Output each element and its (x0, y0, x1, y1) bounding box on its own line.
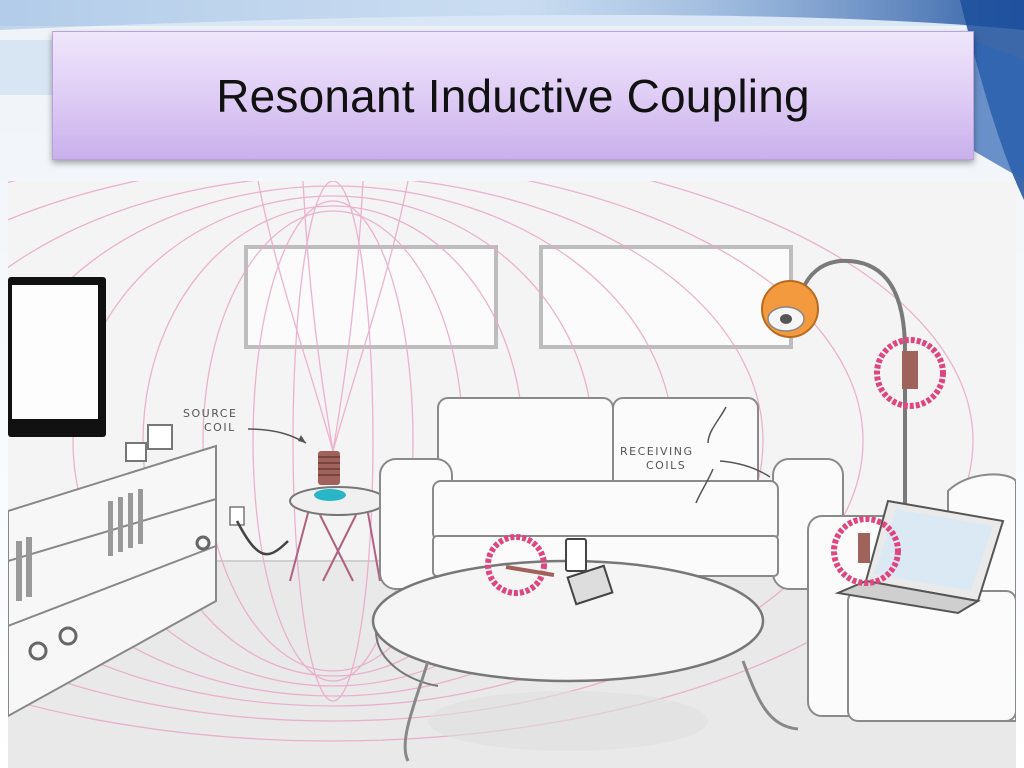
source-coil-icon (318, 451, 340, 485)
laptop (834, 499, 1005, 615)
wireless-power-scene: SOURCE COIL RECEIVING COILS (8, 181, 1016, 768)
title-banner: Resonant Inductive Coupling (52, 31, 974, 160)
photo-frame (147, 424, 173, 450)
laptop-receiving-coil (831, 516, 901, 586)
window-left (244, 245, 498, 349)
mobile-phone (565, 538, 614, 606)
window-right (539, 245, 793, 349)
sofa (379, 397, 844, 590)
background-swoosh (0, 0, 1024, 200)
receiving-coils-label-line1: RECEIVING (620, 445, 694, 458)
receiving-coils-arrows (695, 406, 771, 504)
receiving-coils-label-line2: COILS (646, 459, 686, 472)
phone-receiving-coil (485, 534, 547, 596)
coffee-table (371, 559, 799, 762)
lamp-receiving-coil (874, 337, 946, 409)
source-coil-label-line1: SOURCE (183, 407, 237, 420)
wall-outlet (229, 506, 245, 526)
living-room-illustration: SOURCE COIL RECEIVING COILS (8, 181, 1016, 768)
photo-frame (125, 442, 147, 462)
source-coil-label-line2: COIL (204, 421, 236, 434)
slide-title: Resonant Inductive Coupling (216, 69, 810, 122)
magnetic-field-lines (8, 181, 974, 742)
